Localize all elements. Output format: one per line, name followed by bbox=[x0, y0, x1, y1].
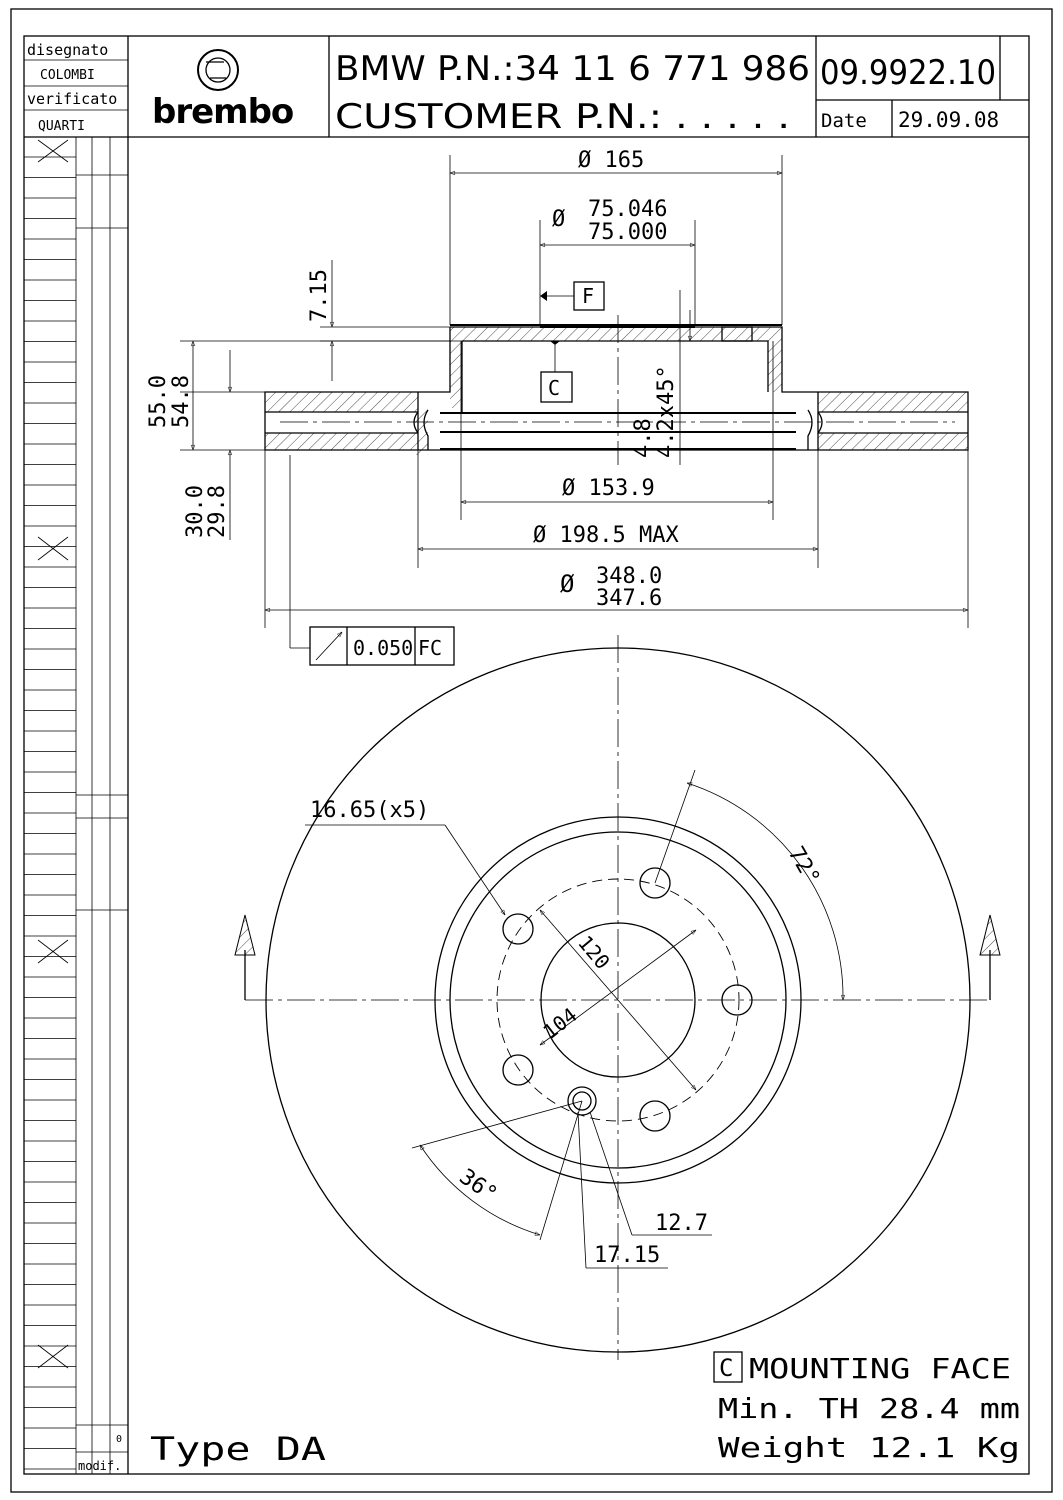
dim-chamfer-lower: 4.2x45° bbox=[654, 365, 679, 458]
date-label: Date bbox=[821, 110, 867, 132]
dim-hat-depth: 7.15 bbox=[307, 269, 332, 322]
modif-label: modif. bbox=[78, 1459, 121, 1473]
dim-d348-lower: 347.6 bbox=[596, 586, 662, 611]
runout-icon bbox=[315, 631, 343, 661]
section-hatch-left bbox=[265, 392, 428, 455]
dim-d75-symbol: Ø bbox=[552, 207, 565, 232]
bolt-hole bbox=[502, 1054, 534, 1086]
dim-d165: Ø 165 bbox=[578, 148, 644, 173]
mounting-datum: C bbox=[719, 1354, 733, 1382]
runout-datums: FC bbox=[418, 636, 442, 660]
datum-c: C bbox=[548, 376, 560, 400]
drawn-label: disegnato bbox=[27, 41, 108, 59]
type-label: Type DA bbox=[150, 1430, 326, 1468]
weight-note: Weight 12.1 Kg bbox=[718, 1431, 1020, 1464]
dim-chamfer-upper: 4.8 bbox=[631, 418, 656, 458]
bolt-hole bbox=[502, 913, 534, 945]
section-view bbox=[180, 155, 969, 666]
runout-value: 0.050 bbox=[353, 636, 413, 660]
dim-holes: 16.65(x5) bbox=[310, 798, 429, 823]
checked-by: QUARTI bbox=[38, 119, 85, 134]
brembo-logo-icon bbox=[197, 49, 239, 91]
customer-part-line: CUSTOMER P.N.: . . . . . bbox=[335, 97, 790, 137]
dim-thickness-upper: 30.0 bbox=[183, 485, 208, 538]
brand-name: brembo bbox=[152, 92, 293, 132]
dim-pcd-120: 120 bbox=[573, 931, 615, 974]
dim-d75-lower: 75.000 bbox=[588, 220, 667, 245]
dim-angle-72: 72° bbox=[783, 843, 825, 890]
inner-frame bbox=[23, 35, 1030, 1475]
date-value: 29.09.08 bbox=[898, 108, 999, 132]
section-arrow-right-icon bbox=[979, 914, 1001, 956]
section-arrow-left-icon bbox=[234, 914, 256, 956]
dim-angle-36: 36° bbox=[455, 1164, 502, 1207]
drawing-number: 09.9922.10 bbox=[820, 53, 996, 93]
dim-d348-symbol: Ø bbox=[560, 570, 575, 598]
dim-d348-upper: 348.0 bbox=[596, 564, 662, 589]
dim-thickness-lower: 29.8 bbox=[205, 485, 230, 538]
pin-hole bbox=[572, 1091, 592, 1111]
dim-height-lower: 54.8 bbox=[169, 375, 194, 428]
section-hatch-right bbox=[818, 392, 968, 450]
section-hatch-hat bbox=[450, 327, 782, 408]
front-view bbox=[234, 635, 1001, 1360]
min-thickness-note: Min. TH 28.4 mm bbox=[718, 1392, 1020, 1425]
dim-d198: Ø 198.5 MAX bbox=[533, 523, 679, 548]
mounting-face-note: MOUNTING FACE bbox=[749, 1352, 1011, 1385]
title-block bbox=[24, 36, 1029, 1474]
part-number-line: BMW P.N.:34 11 6 771 986 bbox=[335, 49, 810, 89]
dim-d153: Ø 153.9 bbox=[562, 476, 655, 501]
dim-d75-upper: 75.046 bbox=[588, 197, 667, 222]
drawn-by: COLOMBI bbox=[40, 68, 95, 83]
datum-f: F bbox=[582, 284, 594, 308]
bolt-hole bbox=[639, 1100, 671, 1132]
dim-height-upper: 55.0 bbox=[146, 375, 171, 428]
outer-frame bbox=[10, 8, 1053, 1493]
dim-pcd-104: 104 bbox=[538, 1003, 581, 1044]
dim-hole-127: 12.7 bbox=[655, 1211, 708, 1236]
bolt-hole bbox=[639, 867, 671, 899]
revision-index: 0 bbox=[116, 1434, 122, 1445]
checked-label: verificato bbox=[27, 90, 117, 108]
dim-hole-1715: 17.15 bbox=[594, 1243, 660, 1268]
revision-strip bbox=[24, 137, 128, 1474]
